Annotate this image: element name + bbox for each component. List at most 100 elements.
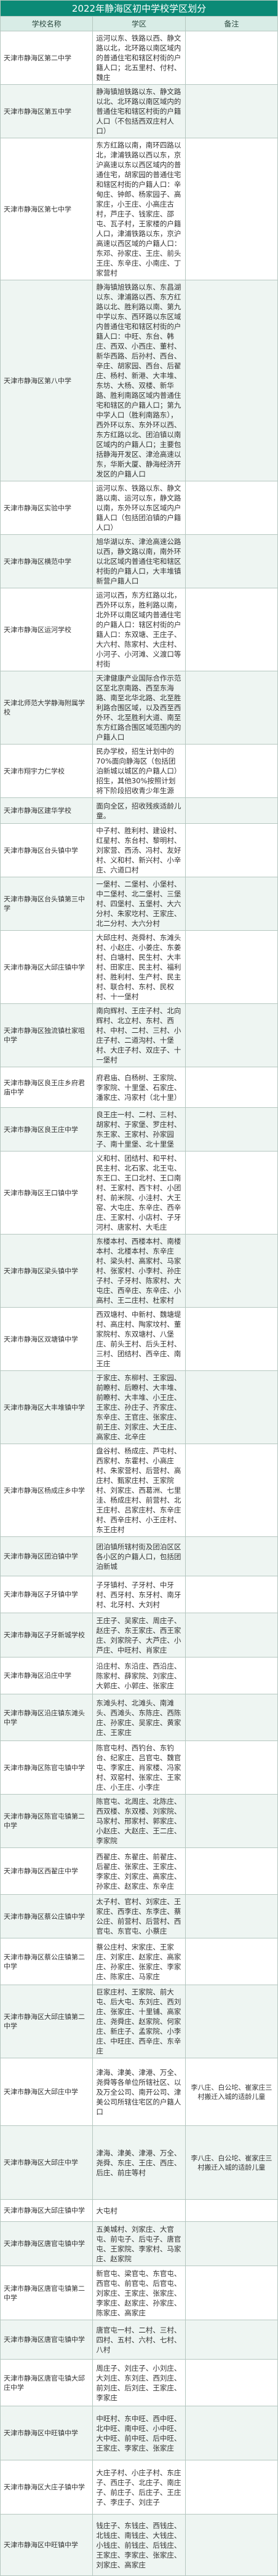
school-cell: 天津市静海区台头镇中学 <box>0 823 93 877</box>
school-cell: 天津市静海区大庄子镇中学 <box>0 2460 93 2515</box>
table-row: 天津市静海区良王庄乡府君庙中学府君庙、白杨树、王家院、李家院、十里堡、石家庄、潘… <box>0 1067 278 1108</box>
note-cell <box>185 534 278 588</box>
note-cell <box>185 744 278 798</box>
note-cell <box>185 1794 278 1848</box>
school-cell: 天津市静海区第七中学 <box>0 138 93 280</box>
area-cell: 运河以东、铁路以西、静文路以北，北环路以南区域内的普通住宅和辖区村街的户籍人口；… <box>92 31 186 85</box>
note-cell: 李八庄、白公坨、崔家庄三村搬迁入城的适龄儿童 <box>185 2125 278 2200</box>
table-row: 天津市静海区陈官屯镇第二中学陈官屯、北周庄、北陈庄、西双楼、东双楼、刘家院、马家… <box>0 1794 278 1848</box>
table-row: 天津市静海区第五中学静海镇旭铁路以东、静文路以北、北环路以南区域内的普通住宅和辖… <box>0 84 278 138</box>
note-cell <box>185 1370 278 1444</box>
table-row: 天津市静海区唐官屯镇第二中学新官屯、梁官屯、东官屯、西官屯、前官屯、后官屯、刘家… <box>0 2266 278 2320</box>
area-cell: 周庄子、刘庄子、小刘庄、大刘庄、东刘庄、西刘庄、前刘庄、后刘庄、王家庄、李家庄 <box>92 2359 186 2406</box>
school-cell: 天津市静海区台头镇第三中学 <box>0 877 93 931</box>
school-cell: 天津市静海区蔡公庄镇中学 <box>0 1894 93 1938</box>
school-cell: 天津市静海区梁头镇中学 <box>0 1234 93 1308</box>
school-cell: 天津市静海区第二中学 <box>0 31 93 85</box>
note-cell <box>185 1894 278 1938</box>
table-row: 天津市静海区台头镇第三中学一堡村、二堡村、小堡村、中二堡村、北二堡村、三堡村、四… <box>0 877 278 931</box>
table-row: 天津市静海区中旺镇中学中旺村、东中旺、西中旺、北中旺、南中旺、小中旺、大中旺、前… <box>0 2406 278 2460</box>
area-cell: 东方红路以南，南环四路以北，津浦铁路以西以东，京沪高速以东以西区域内的普通住宅，… <box>92 138 186 280</box>
note-cell <box>185 877 278 931</box>
table-row: 天津市静海区梁头镇中学东楼本村、西楼本村、南楼本村、北楼本村、东辛庄村、梁头村、… <box>0 1234 278 1308</box>
school-cell: 天津市静海区大丰堆镇中学 <box>0 1370 93 1444</box>
area-cell: 大邱庄村、尧舜村、东滩头村、小赵庄、小姜庄、东姜村、白塘村、民生村、大丰村、田家… <box>92 930 186 1004</box>
area-cell: 津海、津美、津港、万全、尧舜等各单位所辖社区、以及万全公司、南开公司、津美公司所… <box>92 2058 186 2126</box>
school-cell: 天津市静海区唐官屯镇第二中学 <box>0 2266 93 2320</box>
school-cell: 天津市静海区团泊镇中学 <box>0 1536 93 1576</box>
school-cell: 天津市静海区陈官屯镇第二中学 <box>0 1794 93 1848</box>
note-cell <box>185 1576 278 1613</box>
table-row: 天津市静海区子牙镇中学子牙镇村、子牙村、中牙村、西牙村、东牙村、南牙村、北牙村、… <box>0 1576 278 1613</box>
table-row: 天津市静海区大丰堆镇中学于家庄、东柳村、王家园、前瞭村、后瞭村、大丰堆、前瞭村、… <box>0 1370 278 1444</box>
note-cell <box>185 1067 278 1108</box>
table-row: 天津市静海区良王庄中学良王庄一村、二村、三村、胡家村、于家堡、罗庄村、东王家、王… <box>0 1107 278 1152</box>
school-cell: 天津市静海区王口镇中学 <box>0 1151 93 1235</box>
table-row: 天津市静海区沿庄镇东滩头中学东滩头村、北滩头、南滩头、西滩头、东陈庄、西陈庄、孙… <box>0 1694 278 1741</box>
area-cell: 西双塘村、中新村、魏塘堤村、高庄村、陶家坟村、董家院村、东双塘村、八堡庄、前头王… <box>92 1307 186 1371</box>
school-cell: 天津市静海区大邱庄中学 <box>0 2125 93 2200</box>
note-cell <box>185 2266 278 2320</box>
school-cell: 天津市静海区唐官屯镇中学 <box>0 2320 93 2360</box>
area-cell: 民办学校，招生计划中的70%面向静海区（包括团泊新城以城区的户籍人口）招生，其他… <box>92 744 186 798</box>
table-title: 2022年静海区初中学校学区划分 <box>0 0 278 17</box>
note-cell <box>185 2359 278 2406</box>
area-cell: 一堡村、二堡村、小堡村、中二堡村、北二堡村、三堡村、四堡村、五堡村、大六分村、朱… <box>92 877 186 931</box>
area-cell: 中子村、胜利村、建设村、红星村、东台村、黎明村、刘家营、西汤、冯村、友好村、义和… <box>92 823 186 877</box>
header-row: 学校名称 学区 备注 <box>0 16 278 31</box>
table-row: 天津市静海区西翟庄中学西翟庄、东翟庄、前翟庄、后翟庄、张家庄、王家庄、李家庄、刘… <box>0 1847 278 1895</box>
school-cell: 天津市静海区大邱庄镇第二中学 <box>0 1985 93 2058</box>
table-row: 天津市静海区大邱庄镇中学大屯村 <box>0 2199 278 2222</box>
note-cell <box>185 84 278 138</box>
table-body: 天津市静海区第二中学运河以东、铁路以西、静文路以北，北环路以南区域内的普通住宅和… <box>0 31 278 2576</box>
table-row: 天津市静海区第二中学运河以东、铁路以西、静文路以北，北环路以南区域内的普通住宅和… <box>0 31 278 85</box>
table-row: 天津市静海区建华学校面向全区，招收残疾适龄儿童。 <box>0 797 278 824</box>
table-row: 天津市静海区大邱庄中学津海、津美、津港、万全、尧舜、东庄、王庄、西庄、后庄、前庄… <box>0 2125 278 2200</box>
note-cell: 李八庄、白公坨、崔家庄三村搬迁入城的适龄儿童 <box>185 2058 278 2126</box>
area-cell: 子牙镇村、子牙村、中牙村、西牙村、东牙村、南牙村、北牙村、大刘村 <box>92 1576 186 1613</box>
header-school: 学校名称 <box>0 16 93 31</box>
table-row: 天津市静海区独流镇杜家咀中学南向辉村、王庄子村、北向辉村、北立村、东村、西村、中… <box>0 1003 278 1067</box>
note-cell <box>185 1444 278 1537</box>
area-cell: 津海、津美、津港、万全、尧舜、东庄、王庄、西庄、后庄、前庄等村 <box>92 2125 186 2200</box>
note-cell <box>185 1307 278 1371</box>
table-row: 天津市静海区运河学校运河以西，东方红路以北，西外环以东，胜利路以南，北外环以南区… <box>0 588 278 671</box>
area-cell: 大屯村 <box>92 2199 186 2222</box>
school-cell: 天津市翔宇力仁学校 <box>0 744 93 798</box>
note-cell <box>185 1003 278 1067</box>
note-cell <box>185 1234 278 1308</box>
area-cell: 府君庙、白杨树、王家院、李家院、十里堡、石家庄、潘家庄、冯家村（北十里） <box>92 1067 186 1108</box>
school-cell: 天津市静海区唐官屯镇大邱庄中学 <box>0 2359 93 2406</box>
table-row: 天津市静海区中旺镇中学钱庄子、东钱庄、西钱庄、北钱庄、南钱庄、大钱庄、小钱庄、前… <box>0 2514 278 2576</box>
school-cell: 天津市静海区实验中学 <box>0 481 93 535</box>
area-cell: 西翟庄、东翟庄、前翟庄、后翟庄、张家庄、王家庄、李家庄、刘家庄、高家庄、孙家庄、… <box>92 1847 186 1895</box>
note-cell <box>185 138 278 280</box>
school-cell: 天津市静海区大邱庄中学 <box>0 2058 93 2126</box>
table-row: 天津市静海区王口镇中学义和村、团结村、和平村、民主村、北石家、北王屯、东王口、王… <box>0 1151 278 1235</box>
school-cell: 天津市静海区第八中学 <box>0 280 93 481</box>
note-cell <box>185 1847 278 1895</box>
note-cell <box>185 2320 278 2360</box>
area-cell: 面向全区，招收残疾适龄儿童。 <box>92 797 186 824</box>
school-cell: 天津市静海区大邱庄镇中学 <box>0 2199 93 2222</box>
table-row: 天津市翔宇力仁学校民办学校，招生计划中的70%面向静海区（包括团泊新城以城区的户… <box>0 744 278 798</box>
note-cell <box>185 1151 278 1235</box>
school-cell: 天津市静海区良王庄乡府君庙中学 <box>0 1067 93 1108</box>
note-cell <box>185 1613 278 1657</box>
table-row: 天津市静海区实验中学运河以东、铁路以东、静文路以南、运河以东，静文路以南，东外环… <box>0 481 278 535</box>
note-cell <box>185 280 278 481</box>
note-cell <box>185 1985 278 2058</box>
area-cell: 天津健康产业国际合作示范区至北京南路、西至东海路、南至北华北路、北至胜利路合围区… <box>92 671 186 745</box>
table-row: 天津市静海区唐官屯镇中学五美城村、刘家庄、大官屯、前屯子、后屯子、唐官屯、王家院… <box>0 2221 278 2266</box>
table-row: 天津市静海区团泊镇中学团泊镇所辖村街及团泊区区各小区的户籍人口，包括团泊新城 <box>0 1536 278 1576</box>
school-cell: 天津市静海区西翟庄中学 <box>0 1847 93 1895</box>
area-cell: 钱庄子、东钱庄、西钱庄、北钱庄、南钱庄、大钱庄、小钱庄、前钱庄、后钱庄、王家庄、… <box>92 2514 186 2576</box>
note-cell <box>185 1536 278 1576</box>
note-cell <box>185 2460 278 2515</box>
table-row: 天津市静海区杨成庄乡中学盘谷村、杨成庄、芦屯村、西家村、东霍村、小高庄村、朱家营… <box>0 1444 278 1537</box>
note-cell <box>185 1740 278 1795</box>
area-cell: 运河以东、铁路以东、静文路以南、运河以东，静文路以南，东外环以东区域内户籍人口（… <box>92 481 186 535</box>
area-cell: 巨家庄村、王家院、前大屯、后大屯、东刘庄、西刘庄、张家庄、十里铺、高家庄、尧舜庄… <box>92 1985 186 2058</box>
